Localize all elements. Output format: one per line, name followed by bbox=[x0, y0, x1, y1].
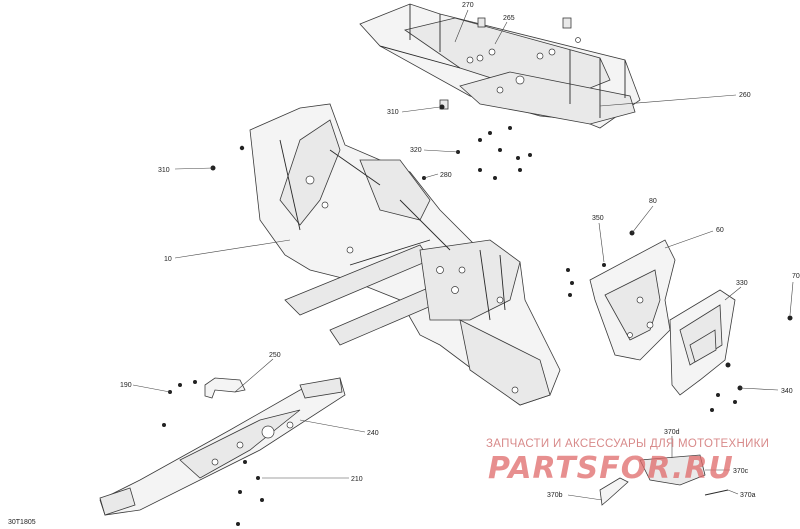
main-frame bbox=[249, 103, 561, 406]
callout-190: 190 bbox=[120, 382, 132, 389]
callout-210: 210 bbox=[351, 476, 363, 483]
callout-320: 320 bbox=[410, 147, 422, 154]
callout-370b: 370b bbox=[547, 492, 563, 499]
callout-370a: 370a bbox=[740, 492, 756, 499]
callout-340: 340 bbox=[781, 388, 793, 395]
rear-subframe bbox=[359, 3, 641, 129]
bracket-250 bbox=[204, 377, 246, 399]
bracket-plate-60 bbox=[589, 239, 676, 361]
diagram-code: 30T1805 bbox=[8, 519, 36, 526]
lower-rail bbox=[99, 377, 346, 516]
cable-370 bbox=[599, 454, 729, 506]
callout-265: 265 bbox=[503, 15, 515, 22]
callout-10: 10 bbox=[164, 256, 172, 263]
callout-70: 70 bbox=[792, 273, 800, 280]
callout-350: 350 bbox=[592, 215, 604, 222]
callout-310-left: 310 bbox=[158, 167, 170, 174]
callout-250: 250 bbox=[269, 352, 281, 359]
callout-240: 240 bbox=[367, 430, 379, 437]
callout-330: 330 bbox=[736, 280, 748, 287]
callout-370c: 370c bbox=[733, 468, 749, 475]
callout-280: 280 bbox=[440, 172, 452, 179]
watermark-brand: PARTSFOR.RU bbox=[488, 451, 734, 486]
callout-370d: 370d bbox=[664, 429, 680, 436]
skid-plate-330 bbox=[669, 289, 736, 396]
callout-80: 80 bbox=[649, 198, 657, 205]
leader-lines bbox=[132, 9, 794, 501]
callout-60: 60 bbox=[716, 227, 724, 234]
callout-310-upper: 310 bbox=[387, 109, 399, 116]
callout-260: 260 bbox=[739, 92, 751, 99]
callout-270: 270 bbox=[462, 2, 474, 9]
watermark-tagline: ЗАПЧАСТИ И АКСЕССУАРЫ ДЛЯ МОТОТЕХНИКИ bbox=[486, 438, 769, 450]
